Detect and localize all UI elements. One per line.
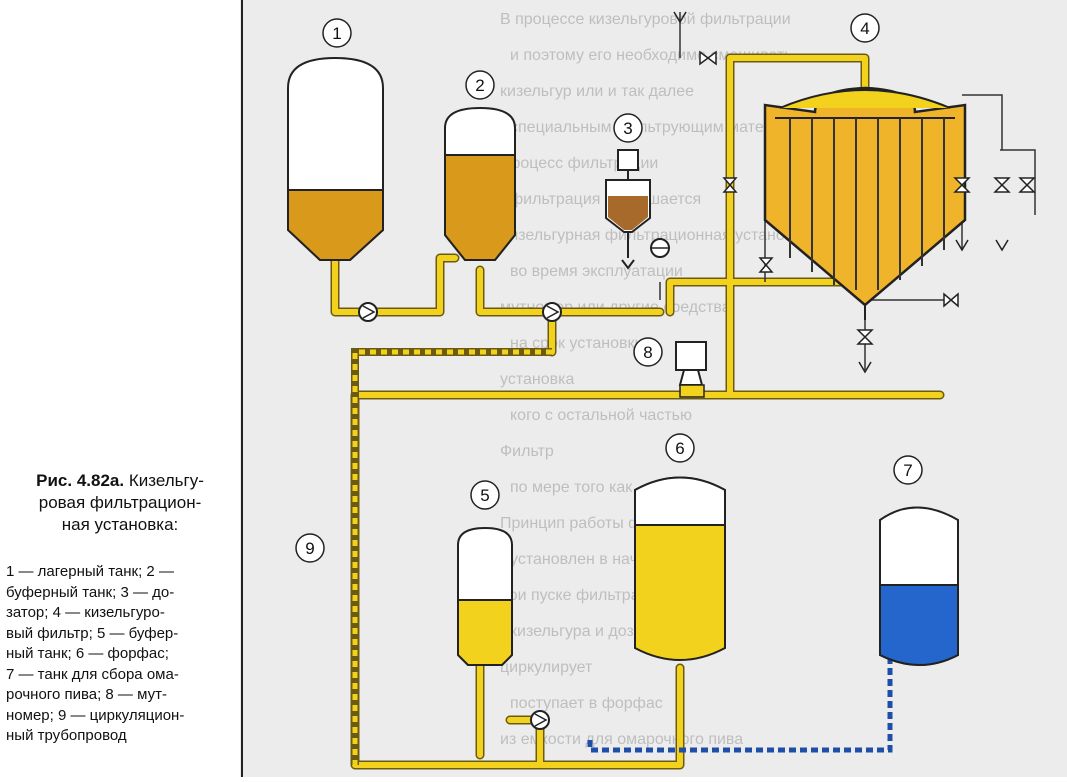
label-circle	[633, 337, 663, 367]
filtration-diagram: В процессе кизельгуровой фильтрации и поэ…	[240, 0, 1067, 777]
background-text-line: поступает в форфас	[510, 695, 663, 712]
pump-icon	[650, 238, 670, 258]
valve-icon	[758, 257, 774, 273]
pump-icon	[358, 302, 378, 322]
label-number: 7	[903, 461, 912, 480]
caption-title-line-3: ная установка:	[61, 515, 179, 534]
pump-icon	[530, 710, 550, 730]
valve-icon	[943, 292, 959, 308]
legend-line: 7 — танк для сбора ома-	[6, 665, 179, 683]
label-circle	[470, 480, 500, 510]
valve-icon	[722, 177, 738, 193]
lager-tank	[287, 56, 384, 261]
label-circle	[295, 533, 325, 563]
figure-caption: Рис. 4.82а. Кизельгу- ровая фильтрацион-…	[0, 470, 240, 536]
label-number: 3	[623, 119, 632, 138]
caption-label: Рис. 4.82а.	[36, 471, 125, 490]
kieselguhr-filter	[763, 86, 967, 320]
label-circle	[893, 455, 923, 485]
valve-icon	[993, 177, 1011, 193]
buffer-tank-2	[444, 106, 516, 261]
valve-icon	[856, 329, 874, 345]
legend-line: ный танк; 6 — форфас;	[6, 645, 169, 662]
forfas-tank	[634, 476, 726, 661]
background-text-line: и поэтому его необходимо смешивать	[510, 47, 793, 64]
label-circle	[465, 70, 495, 100]
diagram-canvas: В процессе кизельгуровой фильтрации и поэ…	[240, 0, 1067, 777]
label-circle	[850, 13, 880, 43]
background-text-line: на срок установки	[510, 335, 643, 352]
buffer-tank-5	[457, 526, 513, 666]
caption-title: Рис. 4.82а. Кизельгу- ровая фильтрацион-…	[0, 470, 240, 536]
label-circle	[665, 433, 695, 463]
background-text-line: специальным фильтрующим материалом	[510, 119, 820, 136]
label-number: 9	[305, 539, 314, 558]
label-number: 6	[675, 439, 684, 458]
legend-line: номер; 9 — циркуляцион-	[6, 706, 185, 724]
number-labels: 1 2 3 4 5 6 7 8 9	[295, 13, 923, 563]
legend-line: затор; 4 — кизельгуро-	[6, 604, 165, 621]
blue-return-pipe	[587, 650, 893, 753]
turbidimeter	[675, 341, 707, 398]
legend-line: буферный танк; 3 — до-	[6, 583, 175, 601]
legend-line: вый фильтр; 5 — буфер-	[6, 624, 179, 642]
doser	[605, 149, 651, 270]
pumps	[358, 238, 670, 730]
valve-icon	[1018, 177, 1036, 193]
background-text-line: В процессе кизельгуровой фильтрации	[500, 11, 791, 28]
background-text-line: при пуске фильтра	[500, 587, 640, 604]
collection-tank	[879, 506, 959, 666]
background-text-line: по мере того как	[510, 479, 633, 496]
legend-line: 1 — лагерный танк; 2 —	[6, 563, 174, 580]
background-text-line: циркулирует	[500, 659, 593, 676]
caption-title-line-2: ровая фильтрацион-	[38, 493, 202, 512]
background-text-line: кизельгур или и так далее	[500, 83, 694, 100]
label-circle	[613, 113, 643, 143]
label-number: 1	[332, 24, 341, 43]
circulation-pipe	[351, 348, 552, 765]
valve-icon	[699, 50, 717, 66]
label-number: 4	[860, 19, 869, 38]
flow-arrows	[673, 11, 1009, 374]
background-text-line: во время эксплуатации	[510, 263, 683, 280]
pump-icon	[542, 302, 562, 322]
label-circle	[322, 18, 352, 48]
valves	[699, 50, 1036, 345]
label-number: 8	[643, 343, 652, 362]
legend-line: ный трубопровод	[6, 727, 127, 744]
background-text-line: установка	[500, 371, 574, 388]
legend-line: рочного пива; 8 — мут-	[6, 686, 167, 703]
figure-legend: 1 — лагерный танк; 2 — буферный танк; 3 …	[6, 562, 232, 747]
valve-icon	[953, 177, 971, 193]
caption-title-line-1: Кизельгу-	[128, 471, 204, 490]
label-number: 2	[475, 76, 484, 95]
label-number: 5	[480, 486, 489, 505]
background-text-line: Фильтр	[500, 443, 554, 460]
background-text-line: кого с остальной частью	[510, 407, 692, 424]
